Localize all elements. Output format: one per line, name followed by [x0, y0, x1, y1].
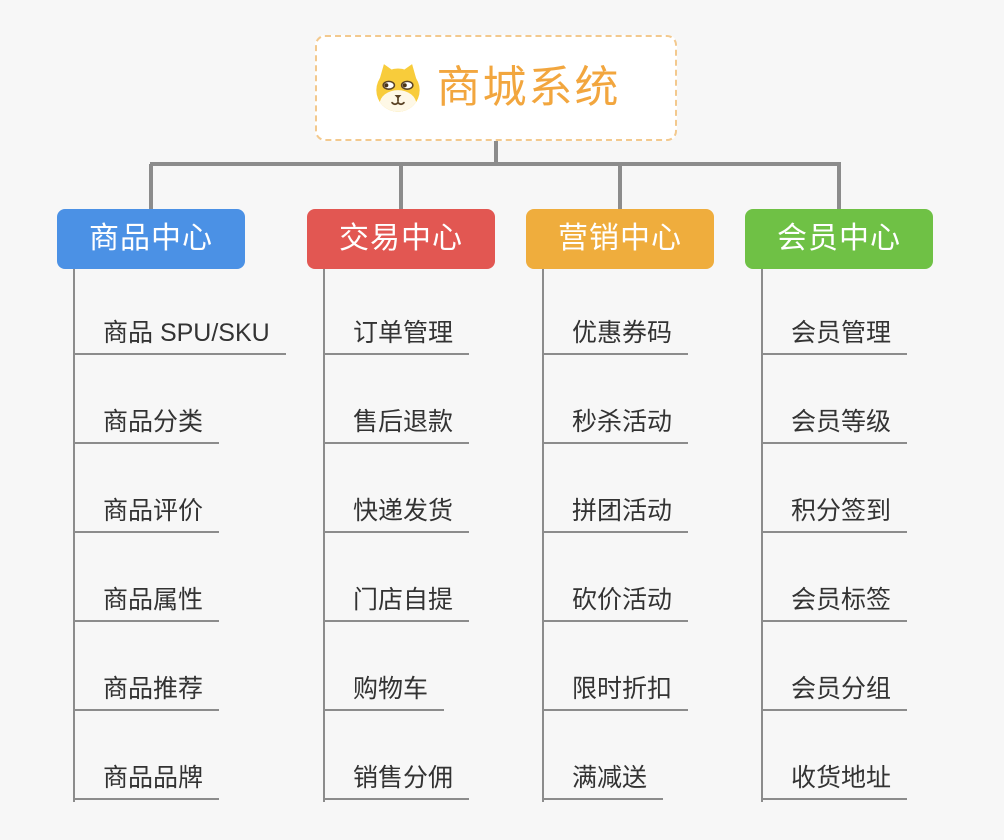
leaf-node[interactable]: 快递发货 — [323, 499, 470, 533]
branch-node-product-center[interactable]: 商品中心 — [57, 209, 245, 269]
leaf-node[interactable]: 收货地址 — [761, 766, 908, 800]
connector-root-stem — [494, 141, 498, 166]
leaf-node[interactable]: 积分签到 — [761, 499, 908, 533]
leaf-node[interactable]: 满减送 — [542, 766, 664, 800]
connector-leaf-spine — [323, 269, 325, 802]
branch-node-marketing-center[interactable]: 营销中心 — [526, 209, 714, 269]
connector-drop-member — [837, 164, 841, 209]
leaf-node[interactable]: 砍价活动 — [542, 588, 689, 622]
leaf-node[interactable]: 购物车 — [323, 677, 445, 711]
shiba-dog-icon — [375, 64, 420, 112]
connector-leaf-spine — [761, 269, 763, 802]
root-label: 商城系统 — [436, 63, 621, 112]
leaf-node[interactable]: 商品属性 — [73, 588, 220, 622]
leaf-node[interactable]: 订单管理 — [323, 321, 470, 355]
connector-drop-trade — [399, 164, 403, 209]
branch-node-member-center[interactable]: 会员中心 — [745, 209, 933, 269]
leaf-node[interactable]: 商品 SPU/SKU — [73, 321, 286, 355]
connector-leaf-spine — [73, 269, 75, 802]
connector-drop-product — [149, 164, 153, 209]
leaf-node[interactable]: 售后退款 — [323, 410, 470, 444]
leaf-node[interactable]: 商品品牌 — [73, 766, 220, 800]
leaf-node[interactable]: 商品评价 — [73, 499, 220, 533]
leaf-node[interactable]: 商品推荐 — [73, 677, 220, 711]
leaf-node[interactable]: 会员分组 — [761, 677, 908, 711]
connector-leaf-spine — [542, 269, 544, 802]
branch-node-trade-center[interactable]: 交易中心 — [307, 209, 495, 269]
root-node[interactable]: 商城系统 — [315, 35, 677, 141]
leaf-node[interactable]: 会员标签 — [761, 588, 908, 622]
leaf-node[interactable]: 会员管理 — [761, 321, 908, 355]
leaf-node[interactable]: 优惠券码 — [542, 321, 689, 355]
leaf-node[interactable]: 门店自提 — [323, 588, 470, 622]
connector-drop-marketing — [618, 164, 622, 209]
connector-bus — [150, 162, 841, 166]
leaf-node[interactable]: 限时折扣 — [542, 677, 689, 711]
leaf-node[interactable]: 销售分佣 — [323, 766, 470, 800]
leaf-node[interactable]: 会员等级 — [761, 410, 908, 444]
leaf-node[interactable]: 拼团活动 — [542, 499, 689, 533]
leaf-node[interactable]: 秒杀活动 — [542, 410, 689, 444]
leaf-node[interactable]: 商品分类 — [73, 410, 220, 444]
